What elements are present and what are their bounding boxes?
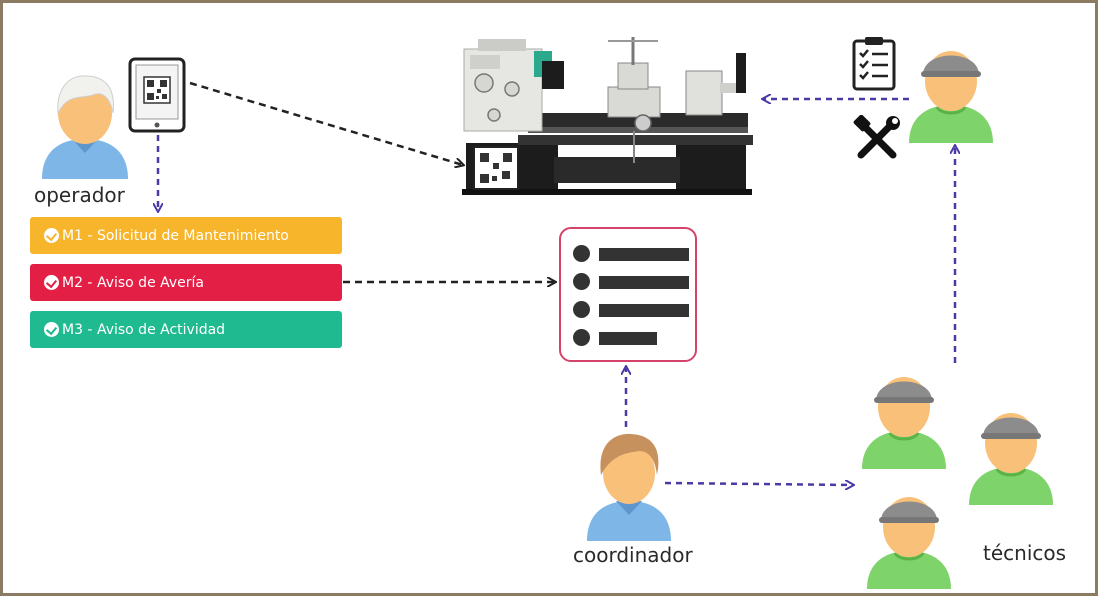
message-m1-label: M1 - Solicitud de Mantenimiento xyxy=(62,227,289,244)
list-bar xyxy=(599,304,689,317)
message-m3-activity-notice[interactable]: M3 - Aviso de Actividad xyxy=(30,311,342,348)
arrow-coordinator-to-technicians xyxy=(664,483,853,485)
list-bullet xyxy=(573,329,590,346)
check-circle-icon xyxy=(44,275,59,290)
tools-icon xyxy=(853,115,900,159)
technician-top-icon xyxy=(909,51,993,143)
technician-icon xyxy=(862,377,946,469)
list-bar xyxy=(599,332,657,345)
checklist-icon xyxy=(852,37,896,91)
technician-icon xyxy=(867,497,951,589)
message-m2-label: M2 - Aviso de Avería xyxy=(62,274,205,291)
lathe-machine-icon[interactable] xyxy=(458,31,756,199)
message-m3-label: M3 - Aviso de Actividad xyxy=(62,321,226,338)
message-m1-maintenance-request[interactable]: M1 - Solicitud de Mantenimiento xyxy=(30,217,342,254)
list-bullet xyxy=(573,245,590,262)
coordinator-label: coordinador xyxy=(573,543,693,567)
coordinator-person-icon xyxy=(587,433,671,541)
technicians-label: técnicos xyxy=(983,541,1067,565)
task-list-icon[interactable] xyxy=(559,227,697,362)
list-bar xyxy=(599,276,689,289)
arrow-tablet-to-machine xyxy=(189,81,463,165)
list-bullet xyxy=(573,273,590,290)
list-bullet xyxy=(573,301,590,318)
operator-person-icon xyxy=(42,75,128,179)
tablet-qr-icon[interactable] xyxy=(128,57,186,133)
message-m2-breakdown-notice[interactable]: M2 - Aviso de Avería xyxy=(30,264,342,301)
list-bar xyxy=(599,248,689,261)
check-circle-icon xyxy=(44,228,59,243)
operator-label: operador xyxy=(34,183,125,207)
technician-icon xyxy=(969,413,1053,505)
check-circle-icon xyxy=(44,322,59,337)
